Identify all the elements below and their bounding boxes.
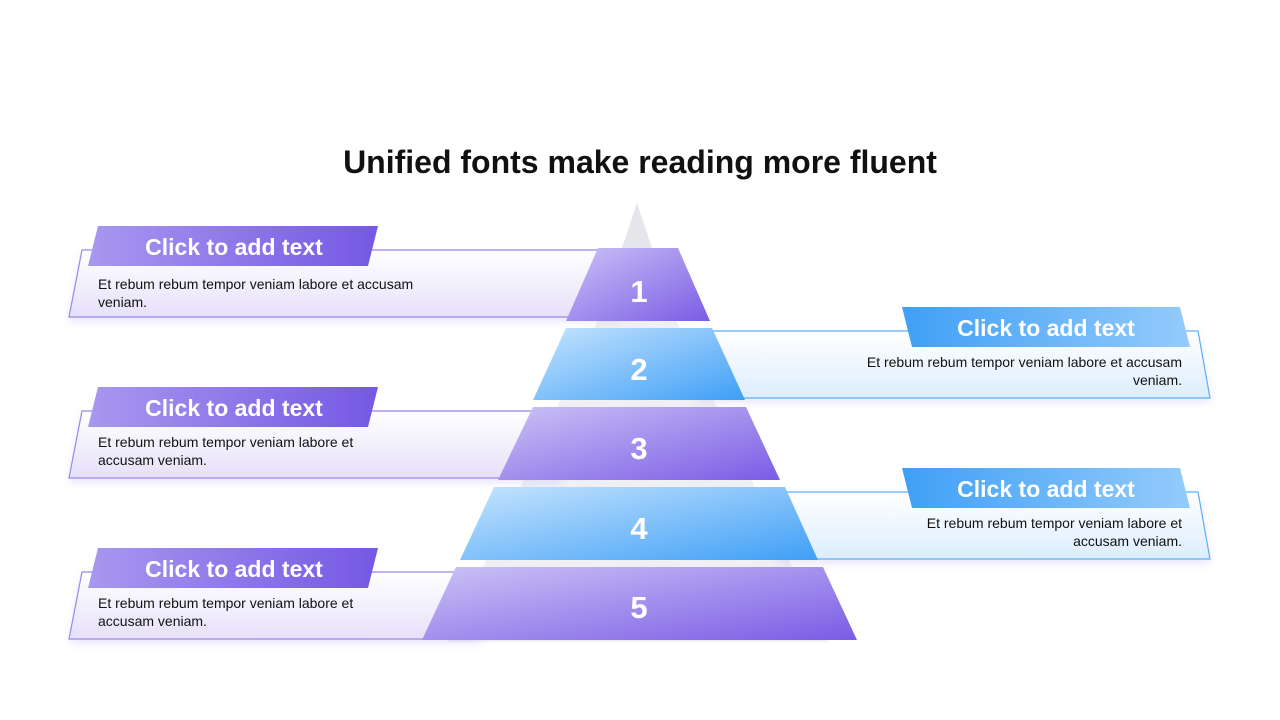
level-4-number: 4	[630, 511, 648, 546]
level-2-heading[interactable]: Click to add text	[957, 315, 1135, 341]
level-2-number: 2	[630, 352, 647, 387]
level-1-label-bar[interactable]	[88, 226, 378, 266]
level-4-body: Et rebum rebum tempor veniam labore et a…	[926, 515, 1182, 549]
level-3-number: 3	[630, 431, 647, 466]
level-3-label-bar[interactable]	[88, 387, 378, 427]
level-3: Click to add text 3	[68, 387, 780, 480]
level-5-number: 5	[630, 590, 647, 625]
level-1: Click to add text 1	[68, 226, 710, 321]
level-1-heading[interactable]: Click to add text	[145, 234, 323, 260]
level-3-heading[interactable]: Click to add text	[145, 395, 323, 421]
level-1-trapezoid	[566, 248, 710, 321]
level-5-heading[interactable]: Click to add text	[145, 556, 323, 582]
level-4: Click to add text 4	[460, 468, 1211, 560]
level-5: Click to add text 5	[68, 548, 857, 640]
level-5-label-bar[interactable]	[88, 548, 378, 588]
level-2-label-bar[interactable]	[902, 307, 1190, 347]
level-3-trapezoid	[498, 407, 780, 480]
level-3-body: Et rebum rebum tempor veniam labore et a…	[98, 434, 354, 468]
level-5-body: Et rebum rebum tempor veniam labore et a…	[98, 595, 354, 629]
page-title: Unified fonts make reading more fluent	[343, 144, 937, 180]
level-5-trapezoid	[422, 567, 857, 640]
level-2: Click to add text 2	[533, 307, 1211, 400]
level-2-body: Et rebum rebum tempor veniam labore et a…	[866, 354, 1182, 388]
pyramid-back	[448, 320, 828, 642]
level-4-heading[interactable]: Click to add text	[957, 476, 1135, 502]
level-2-trapezoid	[533, 328, 745, 400]
level-4-trapezoid	[460, 487, 818, 560]
level-4-label-bar[interactable]	[902, 468, 1190, 508]
level-1-number: 1	[630, 274, 647, 309]
level-1-body: Et rebum rebum tempor veniam labore et a…	[98, 276, 414, 310]
